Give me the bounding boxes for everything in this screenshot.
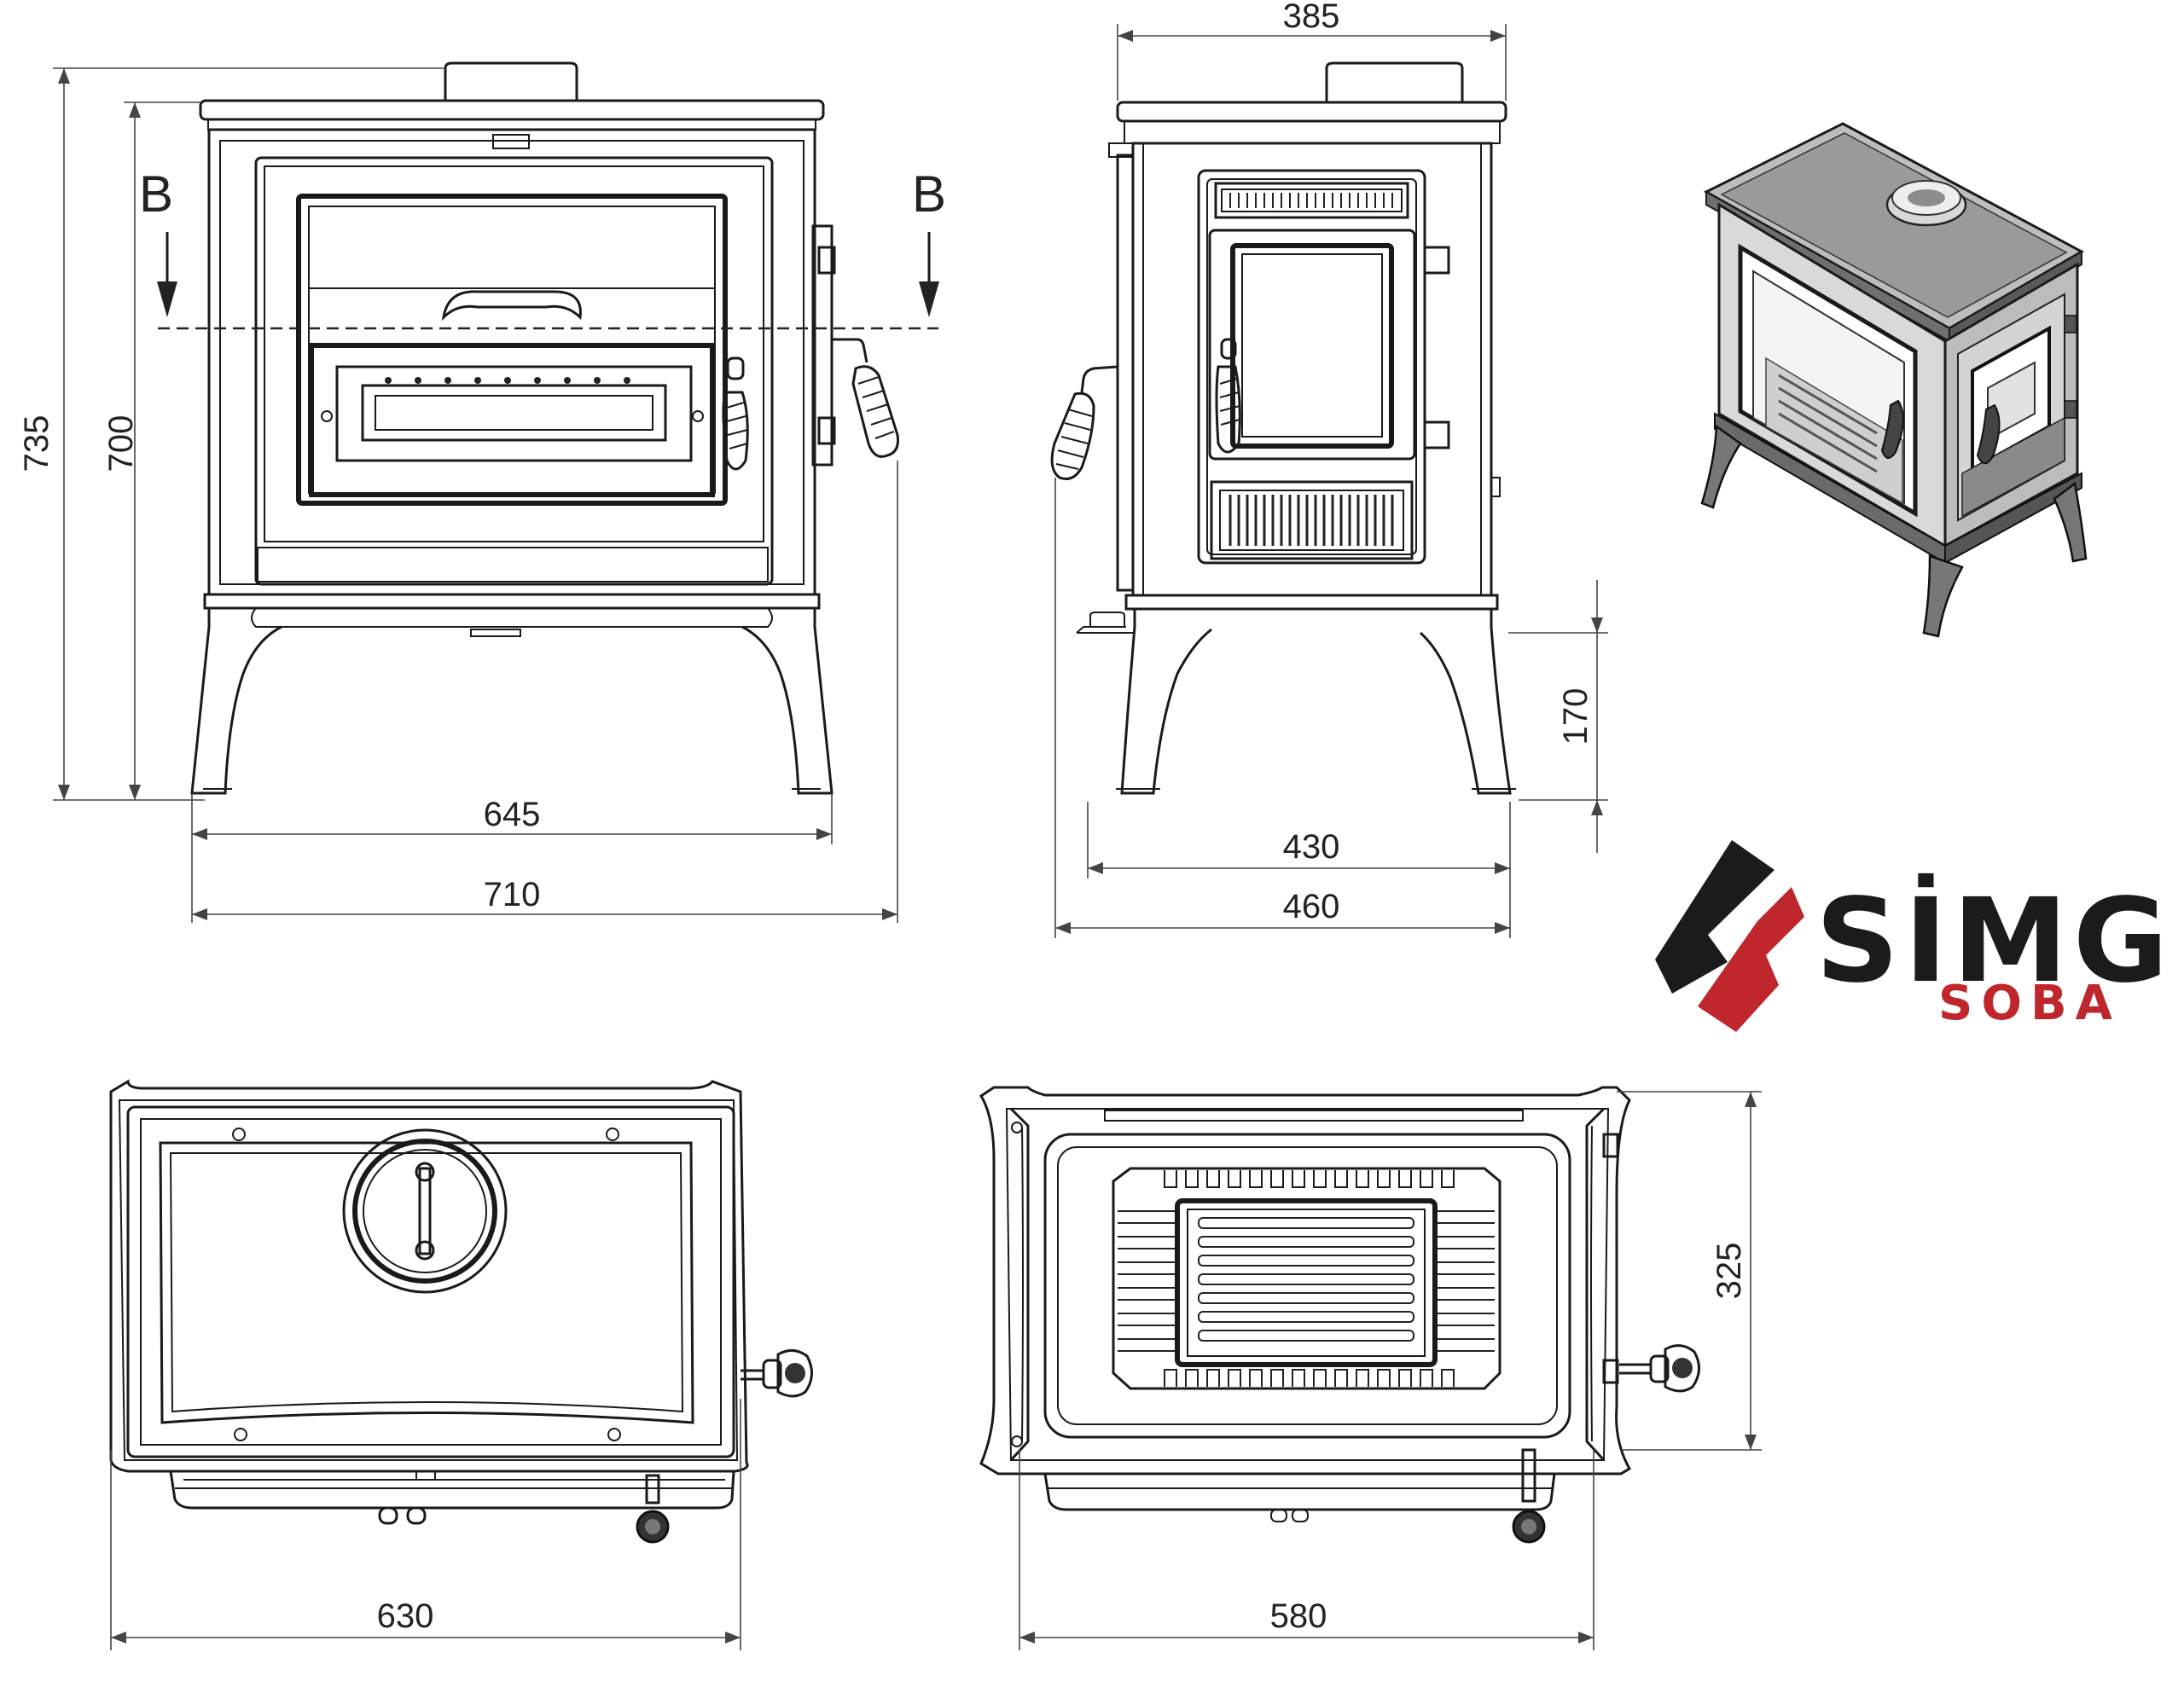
grate-ribs-right: [1436, 1210, 1495, 1352]
side-top-grille: [1229, 193, 1393, 208]
plan-section-view: [979, 1086, 1700, 1544]
brand-mark: [1655, 840, 1804, 1032]
top-dimensions: 630: [110, 1399, 741, 1650]
side-bottom-grille: [1228, 495, 1394, 546]
front-dimensions: 735 700 645 710: [18, 67, 898, 923]
air-vent-dots: [385, 377, 630, 384]
firebox-grate-3d: [1778, 374, 1878, 473]
dim-side-width-body: 430: [1283, 828, 1340, 866]
brand-sub: SOBA: [1938, 976, 2121, 1031]
dim-plan-width: 580: [1270, 1597, 1327, 1635]
dim-front-height-body: 700: [102, 415, 140, 472]
side-view: [1050, 61, 1516, 795]
side-dimensions: 385 170 430 460: [1054, 0, 1608, 938]
stove-3d-view: [1700, 122, 2088, 638]
dim-side-top-width: 385: [1283, 0, 1340, 35]
dim-side-leg-height: 170: [1557, 688, 1594, 745]
section-mark-left: B: [139, 165, 173, 223]
grate-teeth-top: [1164, 1170, 1455, 1188]
section-mark-right: B: [912, 165, 946, 223]
front-view: B B: [139, 61, 946, 795]
dim-plan-depth: 325: [1711, 1243, 1748, 1300]
dim-front-height-total: 735: [18, 415, 55, 472]
dim-side-width-total: 460: [1283, 888, 1340, 925]
central-grate-bars: [1198, 1217, 1414, 1342]
dim-front-width-total: 710: [484, 876, 541, 913]
grate-ribs-left: [1118, 1210, 1176, 1352]
grate-teeth-bottom: [1164, 1369, 1455, 1387]
dim-front-width-body: 645: [484, 796, 541, 833]
dim-top-width: 630: [377, 1597, 434, 1635]
brand-name: SİMGE: [1815, 873, 2184, 1009]
plan-dimensions: 580 325: [1019, 1091, 1762, 1650]
simge-soba-logo: SİMGE SOBA: [1655, 840, 2184, 1032]
top-view: [109, 1079, 813, 1544]
